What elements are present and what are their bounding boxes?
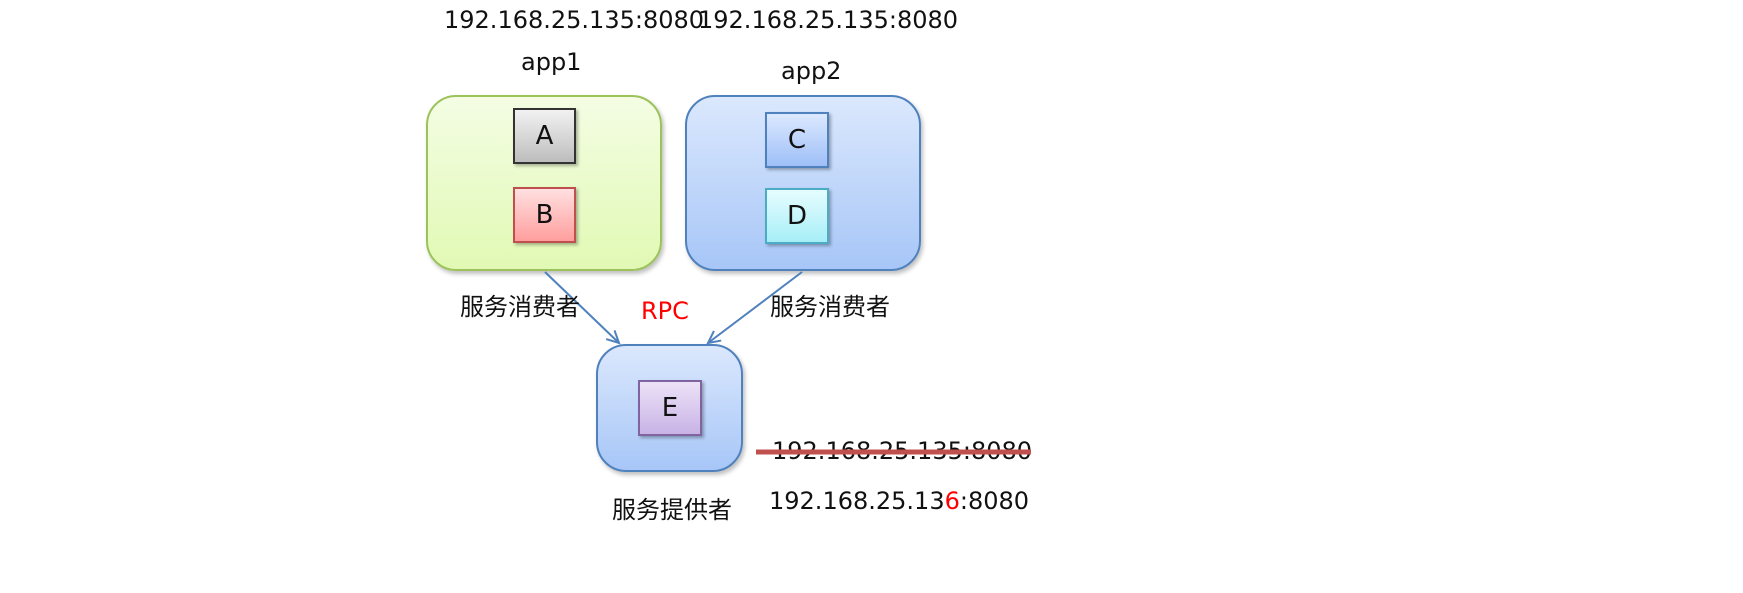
new-provider-address: 192.168.25.136:8080: [769, 489, 1029, 513]
app2-container: C D: [685, 95, 921, 271]
provider-container: E: [596, 344, 743, 472]
new-address-prefix: 192.168.25.13: [769, 487, 945, 515]
rpc-label: RPC: [641, 297, 689, 325]
component-d: D: [765, 188, 829, 244]
component-a: A: [513, 108, 576, 164]
component-a-label: A: [535, 121, 554, 151]
component-e-label: E: [661, 393, 679, 423]
consumer-to-provider-arrow-left: [544, 271, 619, 343]
component-b-label: B: [535, 200, 554, 230]
consumer-label-left: 服务消费者: [460, 293, 580, 321]
component-c-label: C: [787, 125, 807, 155]
component-c: C: [765, 112, 829, 168]
new-address-suffix: :8080: [959, 487, 1030, 515]
consumer-to-provider-arrow-right: [708, 271, 803, 343]
component-e: E: [638, 380, 702, 436]
app2-address-label: 192.168.25.135:8080: [698, 6, 959, 34]
app2-title: app2: [781, 57, 842, 85]
consumer-label-right: 服务消费者: [770, 293, 890, 321]
app1-address-label: 192.168.25.135:8080: [444, 6, 705, 34]
provider-label: 服务提供者: [612, 496, 732, 524]
app1-title: app1: [521, 48, 582, 76]
component-d-label: D: [786, 201, 808, 231]
app1-container: A B: [426, 95, 662, 271]
component-b: B: [513, 187, 576, 243]
new-address-changed-digit: 6: [944, 487, 960, 515]
